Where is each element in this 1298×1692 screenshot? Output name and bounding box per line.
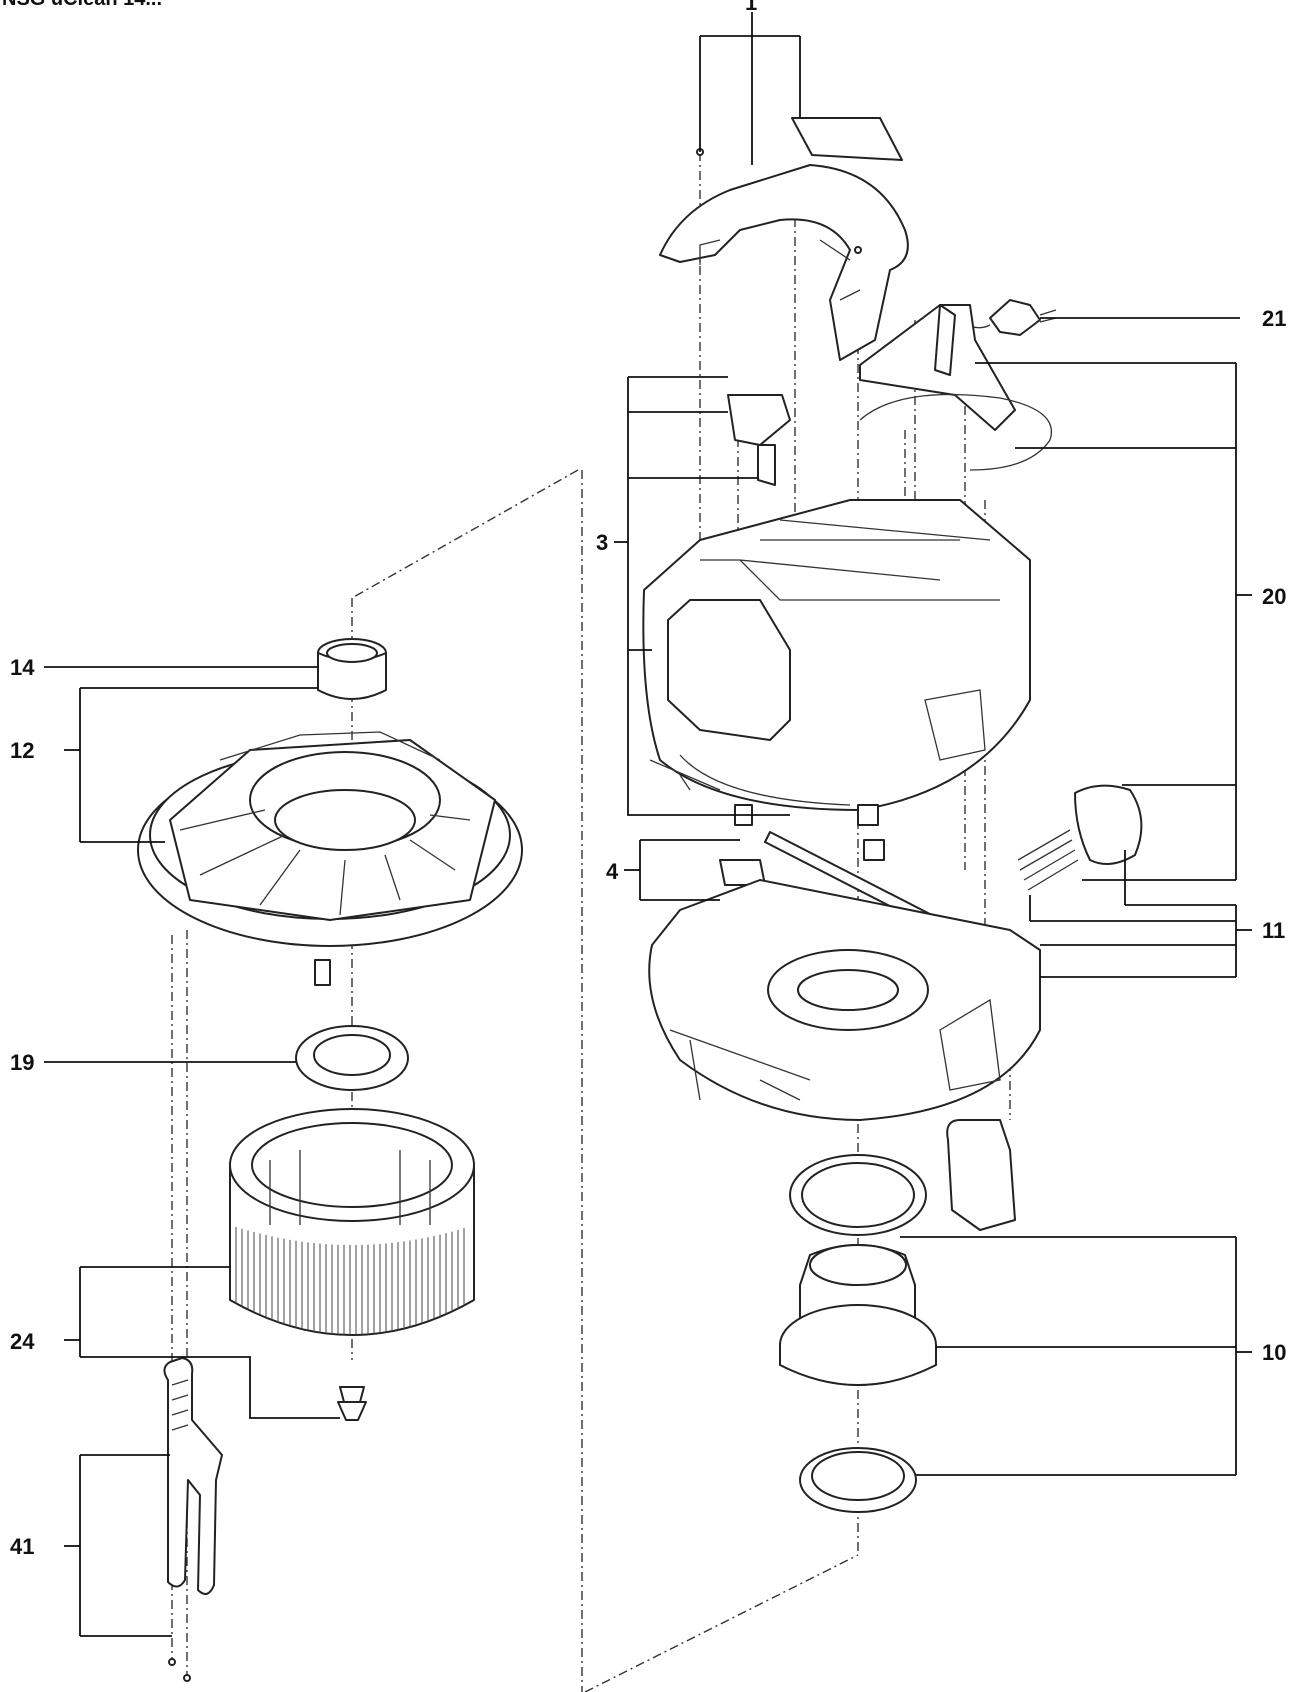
callout-1: 1 — [745, 0, 757, 15]
part-14-cap — [317, 638, 387, 700]
callout-11: 11 — [1262, 918, 1285, 943]
part-19-seal-ring — [295, 1025, 409, 1091]
callout-14: 14 — [10, 655, 35, 680]
diagram-title: NSG uClean 14... — [2, 0, 162, 11]
callout-12: 12 — [10, 738, 34, 763]
part-24-cartridge-filter — [229, 1108, 475, 1421]
leader-lines — [44, 12, 1252, 1637]
callout-10: 10 — [1262, 1340, 1286, 1365]
callout-labels: 1 21 3 20 14 12 4 11 19 24 10 41 — [10, 0, 1286, 1559]
left-assembly-axis — [171, 469, 859, 1692]
callout-21: 21 — [1262, 306, 1286, 331]
part-3-upper-housing — [642, 394, 1031, 811]
part-11-lower-housing — [648, 879, 1041, 1231]
part-10-motor-assembly — [779, 1154, 937, 1513]
callout-3: 3 — [596, 530, 608, 555]
part-12-filter-housing — [137, 731, 523, 986]
part-1-handle — [659, 117, 909, 361]
callout-4: 4 — [606, 859, 619, 884]
part-20-switch-block — [859, 304, 1143, 891]
callout-20: 20 — [1262, 584, 1286, 609]
part-41-clip — [163, 1357, 223, 1682]
callout-19: 19 — [10, 1050, 34, 1075]
callout-24: 24 — [10, 1329, 35, 1354]
callout-41: 41 — [10, 1534, 34, 1559]
part-21-power-plug — [969, 299, 1057, 336]
